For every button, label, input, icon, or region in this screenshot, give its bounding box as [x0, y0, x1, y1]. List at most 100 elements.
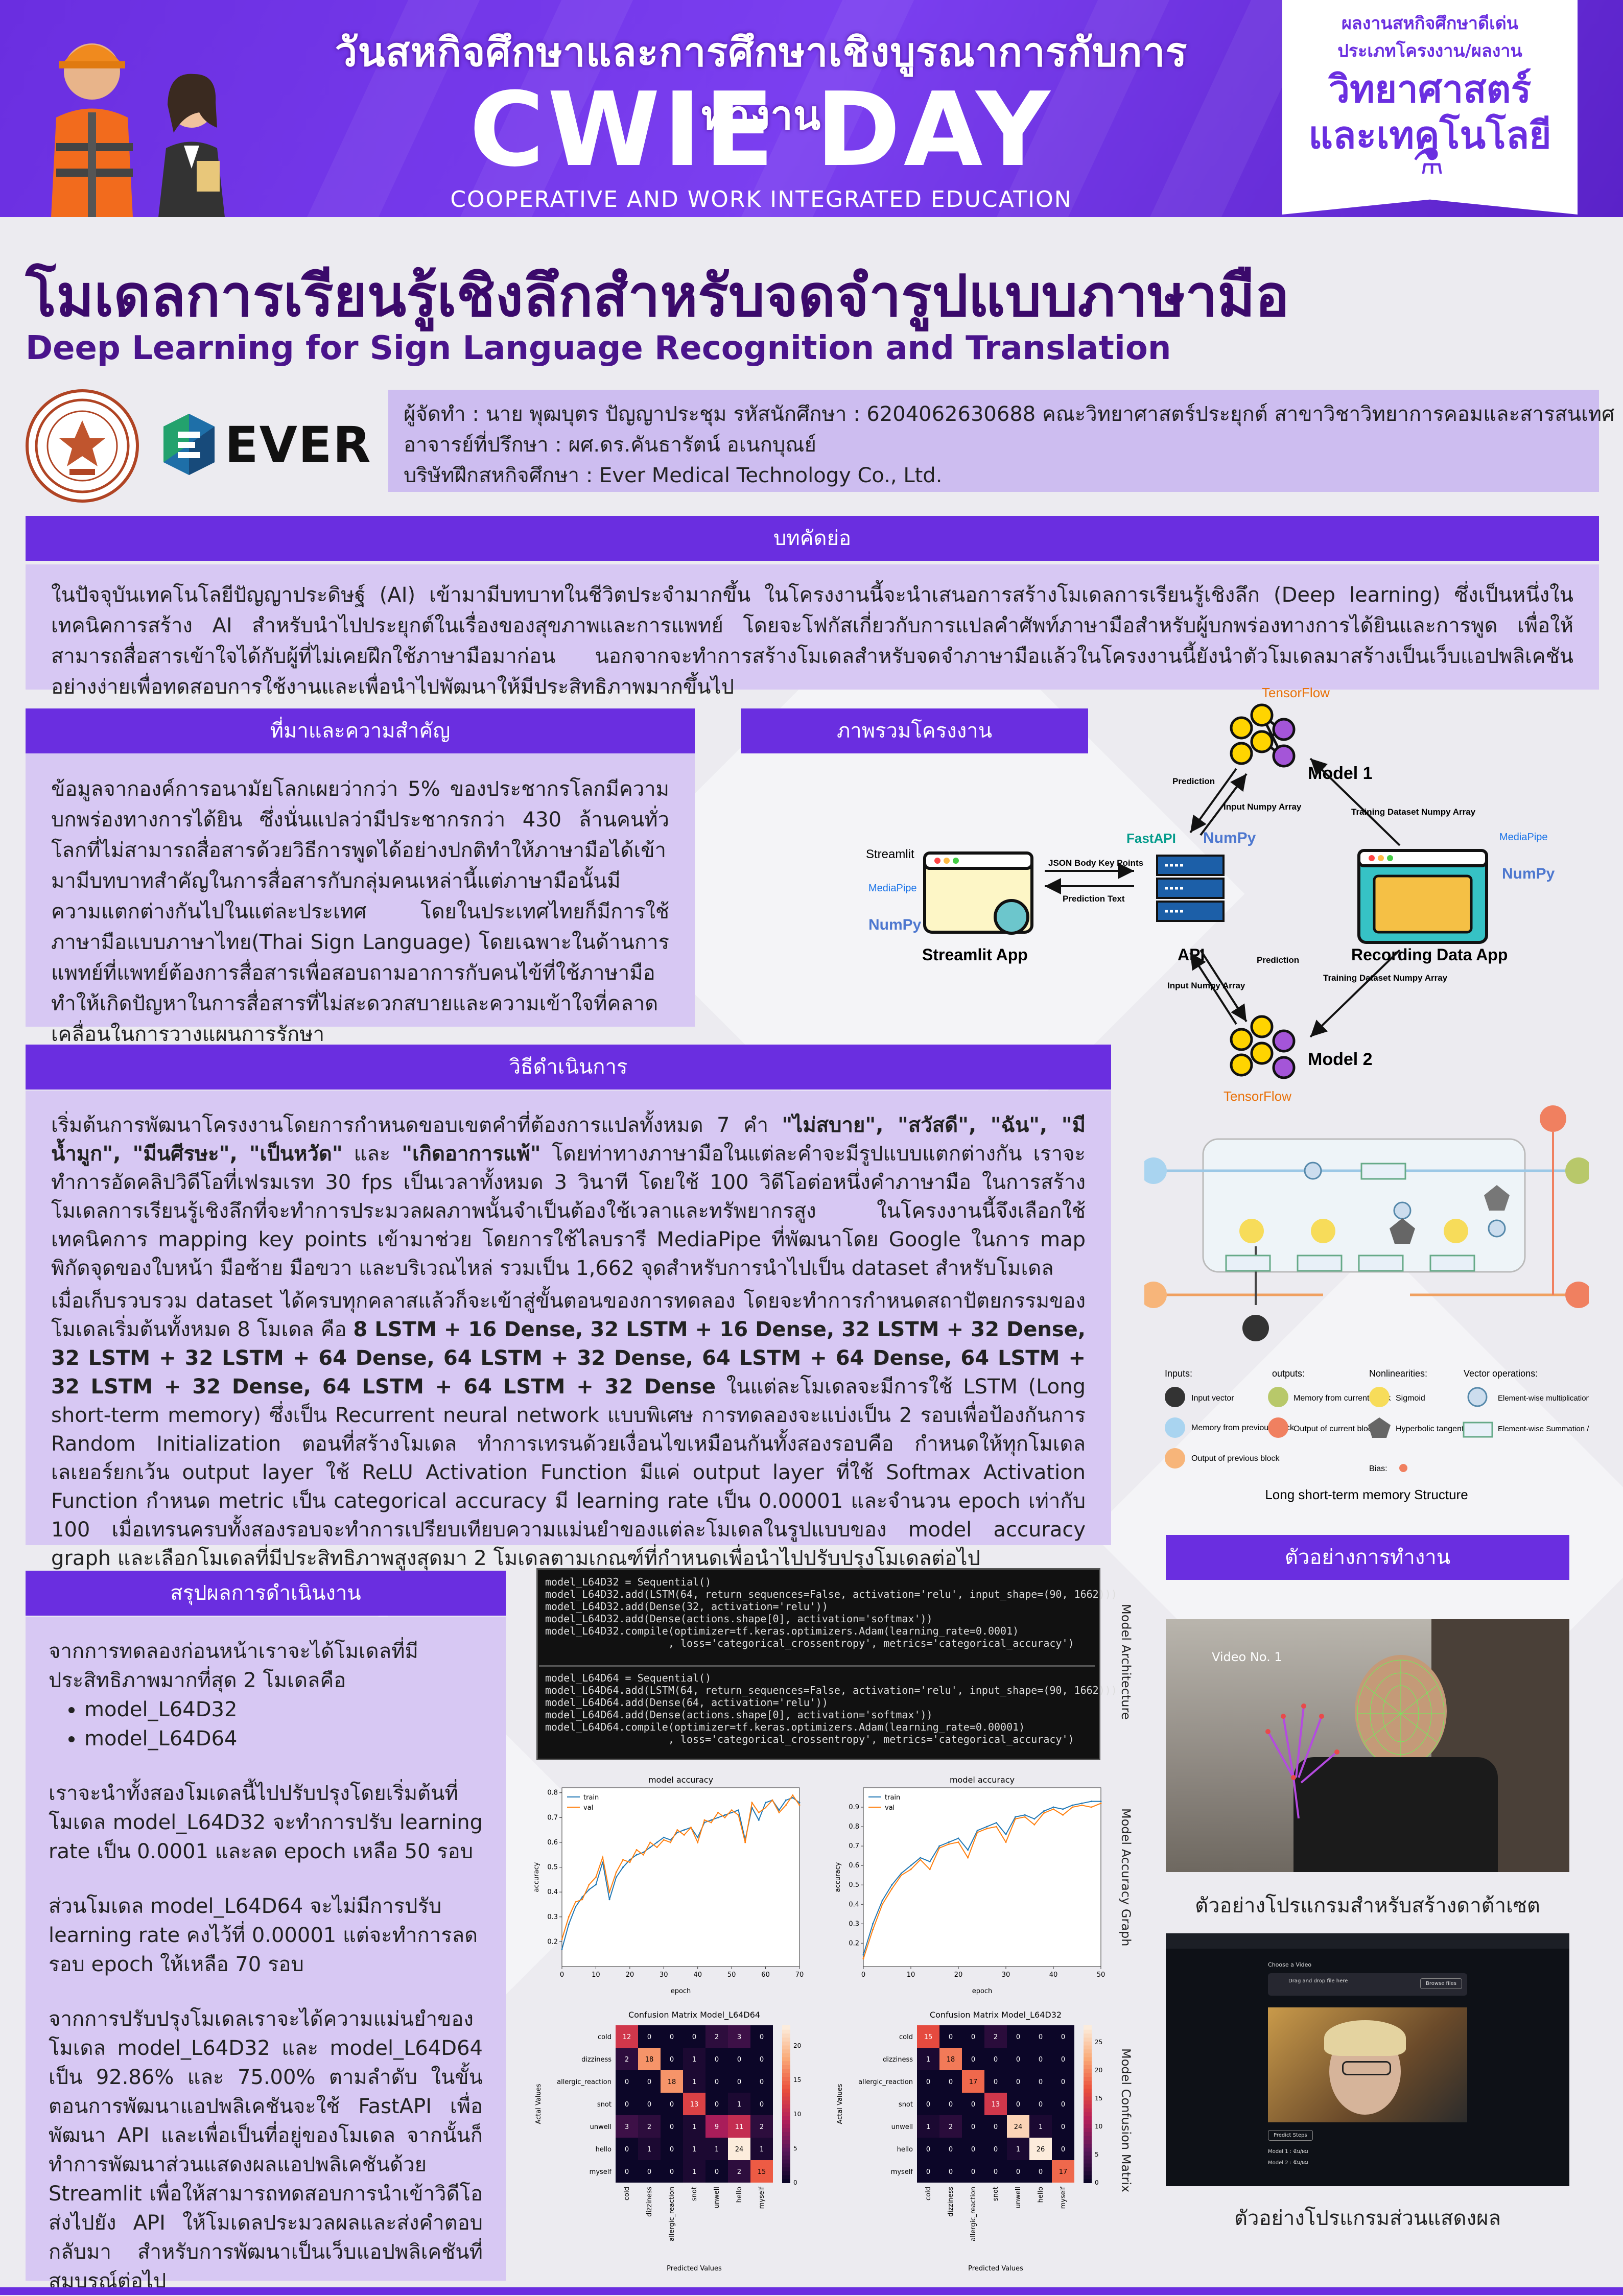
- method-panel: เริ่มต้นการพัฒนาโครงงานโดยการกำหนดขอบเขต…: [26, 1091, 1111, 1570]
- chart-title: model accuracy: [648, 1775, 713, 1785]
- row-label: unwell: [590, 2123, 611, 2131]
- data-point-train: [1090, 1801, 1092, 1803]
- data-point-train: [710, 1819, 712, 1821]
- lstm-legend-sum: Element-wise Summation / Concatenation: [1498, 1425, 1589, 1433]
- cell-value: 0: [647, 2078, 651, 2086]
- cell-value: 0: [971, 2123, 975, 2131]
- heatmap-cell: [1029, 2160, 1052, 2183]
- heatmap-cell: [917, 2025, 939, 2048]
- header-thai-title: วันสหกิจศึกษาและการศึกษาเชิงบูรณาการกับก…: [335, 30, 1188, 139]
- series-line-train: [561, 1797, 800, 1950]
- data-point-val: [1100, 1802, 1102, 1804]
- workers-illustration: [51, 43, 225, 217]
- data-point-train: [910, 1864, 912, 1866]
- data-point-val: [649, 1841, 651, 1843]
- colorbar-segment: [1084, 2033, 1092, 2038]
- heatmap-cell: [661, 2138, 683, 2160]
- cell-value: 0: [647, 2168, 651, 2176]
- data-point-val: [881, 1903, 883, 1905]
- colorbar-segment: [1084, 2096, 1092, 2101]
- legend-label: val: [885, 1804, 895, 1812]
- data-point-train: [1043, 1810, 1045, 1812]
- browse-files-button[interactable]: Browse files: [1420, 1978, 1462, 1989]
- heatmap-cell: [661, 2025, 683, 2048]
- predict-button[interactable]: Predict Steps: [1268, 2130, 1313, 2141]
- row-label: allergic_reaction: [557, 2078, 611, 2086]
- x-tick-label: 20: [954, 1971, 963, 1979]
- heatmap-cell: [1052, 2093, 1074, 2115]
- legend-label: train: [885, 1794, 900, 1802]
- heatmap-cell: [750, 2070, 773, 2093]
- colorbar-segment: [782, 2163, 790, 2168]
- colorbar-segment: [782, 2135, 790, 2140]
- colorbar-segment: [1084, 2119, 1092, 2124]
- colorbar-segment: [1084, 2025, 1092, 2030]
- heatmap-cell: [1052, 2025, 1074, 2048]
- cell-value: 2: [760, 2123, 764, 2131]
- overview-heading: ภาพรวมโครงงาน: [741, 708, 1088, 753]
- data-point-val: [792, 1794, 794, 1796]
- data-point-train: [595, 1884, 597, 1886]
- colorbar-segment: [1084, 2155, 1092, 2160]
- data-point-train: [683, 1829, 685, 1831]
- mediapipe-label-1: MediaPipe: [868, 883, 917, 894]
- method-model-list: 8 LSTM + 16 Dense, 32 LSTM + 16 Dense, 3…: [51, 1318, 1086, 1399]
- colorbar-segment: [782, 2037, 790, 2042]
- company-logo-text: EVER: [225, 416, 372, 474]
- method-text: และ: [342, 1142, 402, 1166]
- colorbar-segment: [1084, 2163, 1092, 2168]
- file-uploader[interactable]: Drag and drop file here Browse files: [1268, 1973, 1467, 1996]
- heatmap-cell: [705, 2115, 728, 2138]
- results-model-item: model_L64D64: [84, 1724, 483, 1754]
- x-tick-label: 50: [727, 1971, 736, 1979]
- heatmap-cell: [705, 2048, 728, 2070]
- caption-dataset-app: ตัวอย่างโปรแกรมสำหรับสร้างดาต้าเซต: [1195, 1894, 1540, 1918]
- lstm-legend-output-prev: Output of previous block: [1191, 1454, 1280, 1463]
- lstm-inputs-label: Inputs:: [1165, 1368, 1192, 1379]
- lstm-vector-label: Vector operations:: [1464, 1368, 1538, 1379]
- data-point-val: [602, 1856, 604, 1858]
- lstm-legend-tanh: Hyperbolic tangent: [1396, 1425, 1464, 1433]
- data-point-val: [1024, 1816, 1026, 1818]
- colorbar-segment: [1084, 2100, 1092, 2104]
- heatmap-cell: [917, 2138, 939, 2160]
- cell-value: 1: [926, 2056, 930, 2064]
- cell-value: 0: [670, 2056, 674, 2064]
- cell-value: 0: [692, 2033, 696, 2041]
- colorbar-segment: [782, 2139, 790, 2144]
- data-point-train: [629, 1859, 631, 1861]
- colorbar-segment: [782, 2143, 790, 2148]
- data-point-val: [676, 1829, 678, 1831]
- results-model-item: model_L64D32: [84, 1695, 483, 1724]
- data-point-train: [948, 1841, 950, 1843]
- data-point-train: [900, 1872, 902, 1874]
- cell-value: 0: [994, 2123, 998, 2131]
- heatmap-cell: [962, 2160, 984, 2183]
- column-label: myself: [758, 2187, 766, 2209]
- badge-line1: ผลงานสหกิจศึกษาดีเด่น: [1341, 13, 1519, 34]
- cell-value: 13: [992, 2101, 1000, 2109]
- data-point-val: [697, 1841, 699, 1843]
- data-point-val: [929, 1868, 931, 1871]
- column-label: hello: [736, 2187, 743, 2203]
- y-axis-label: Actal Values: [535, 2084, 543, 2124]
- colorbar-segment: [782, 2045, 790, 2050]
- colorbar-segment: [1084, 2049, 1092, 2053]
- data-point-train: [656, 1841, 658, 1843]
- colorbar-segment: [1084, 2179, 1092, 2183]
- heatmap-cell: [1029, 2048, 1052, 2070]
- data-point-val: [737, 1814, 739, 1816]
- x-tick-label: 40: [693, 1971, 702, 1979]
- heatmap-cell: [728, 2138, 750, 2160]
- data-point-train: [920, 1857, 922, 1859]
- data-point-train: [957, 1837, 959, 1839]
- cell-value: 0: [670, 2101, 674, 2109]
- cell-value: 2: [715, 2033, 719, 2041]
- colorbar-segment: [1084, 2104, 1092, 2109]
- cell-value: 0: [715, 2056, 719, 2064]
- data-point-val: [629, 1861, 631, 1863]
- heatmap-cell: [638, 2070, 661, 2093]
- abstract-panel: ในปัจจุบันเทคโนโลยีปัญญาประดิษฐ์ (AI) เข…: [26, 564, 1599, 699]
- video-preview[interactable]: [1268, 2007, 1467, 2122]
